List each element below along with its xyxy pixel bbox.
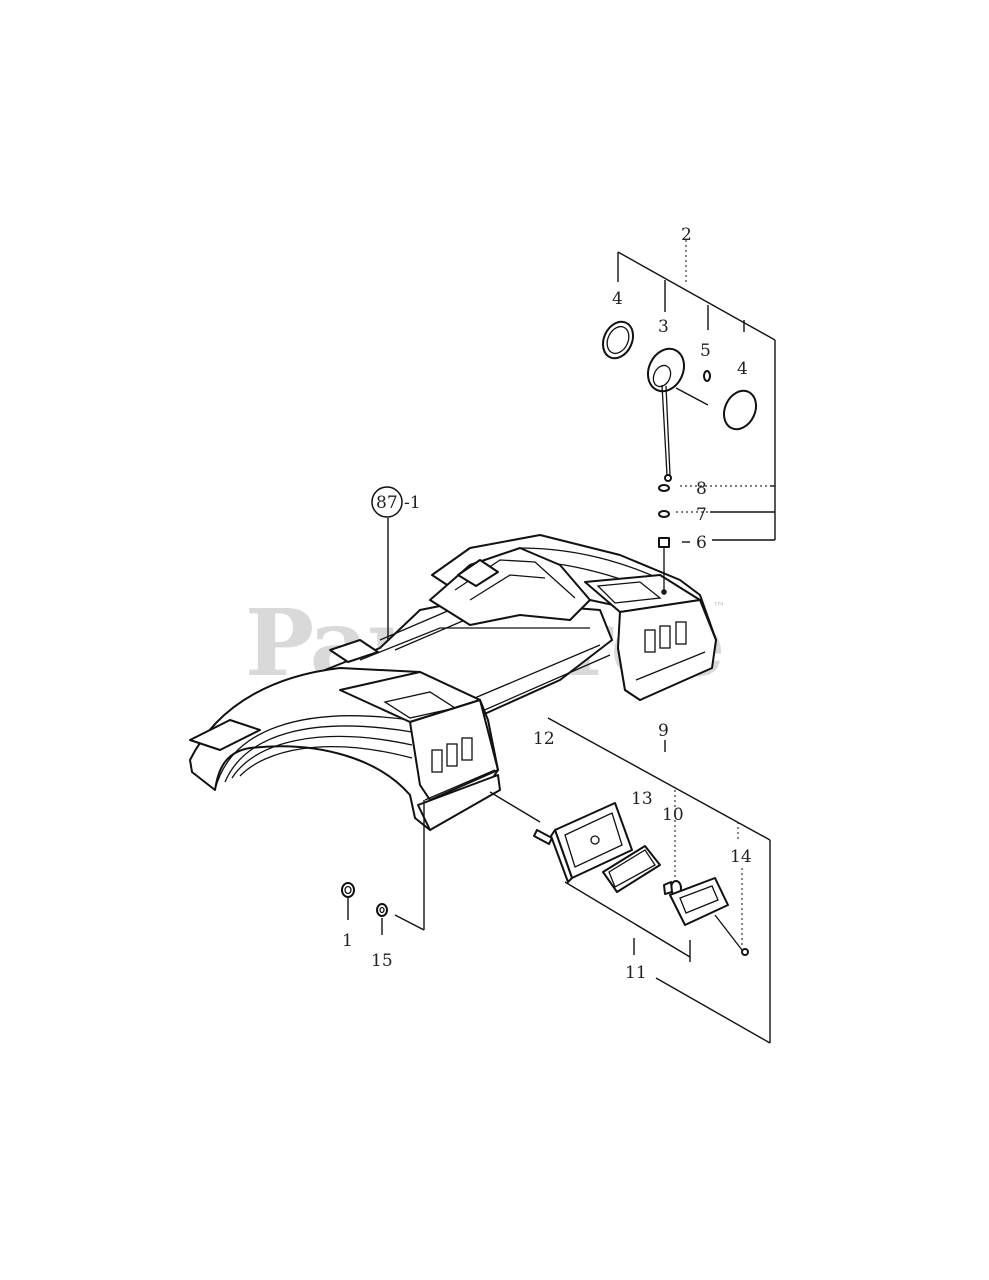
callout-labels: 2 4 3 5 4 8 7 6 87 -1 12 9 13 10 14 11 1… bbox=[342, 225, 752, 983]
trademark-symbol: ™ bbox=[712, 600, 726, 616]
callout-87: 87 bbox=[376, 493, 398, 513]
callout-2: 2 bbox=[681, 225, 692, 245]
callout-11: 11 bbox=[625, 963, 647, 983]
callout-6: 6 bbox=[696, 533, 707, 553]
callout-87-1: 87 -1 bbox=[371, 486, 421, 518]
callout-8: 8 bbox=[696, 479, 707, 499]
callout-12: 12 bbox=[533, 729, 555, 749]
callout-14: 14 bbox=[730, 847, 752, 867]
rear-lamp-assembly bbox=[341, 802, 749, 956]
callout-4-right: 4 bbox=[737, 359, 748, 379]
fender-deck bbox=[189, 534, 717, 831]
callout-87-suffix: -1 bbox=[404, 493, 421, 513]
callout-4-left: 4 bbox=[612, 289, 623, 309]
leader-lines bbox=[347, 240, 776, 1044]
callout-1: 1 bbox=[342, 931, 353, 951]
callout-13: 13 bbox=[631, 789, 653, 809]
callout-9: 9 bbox=[658, 721, 669, 741]
callout-5: 5 bbox=[700, 341, 711, 361]
lamp-assembly bbox=[601, 320, 758, 595]
callout-15: 15 bbox=[371, 951, 393, 971]
callout-7: 7 bbox=[696, 505, 707, 525]
callout-10: 10 bbox=[662, 805, 684, 825]
callout-3: 3 bbox=[658, 317, 669, 337]
